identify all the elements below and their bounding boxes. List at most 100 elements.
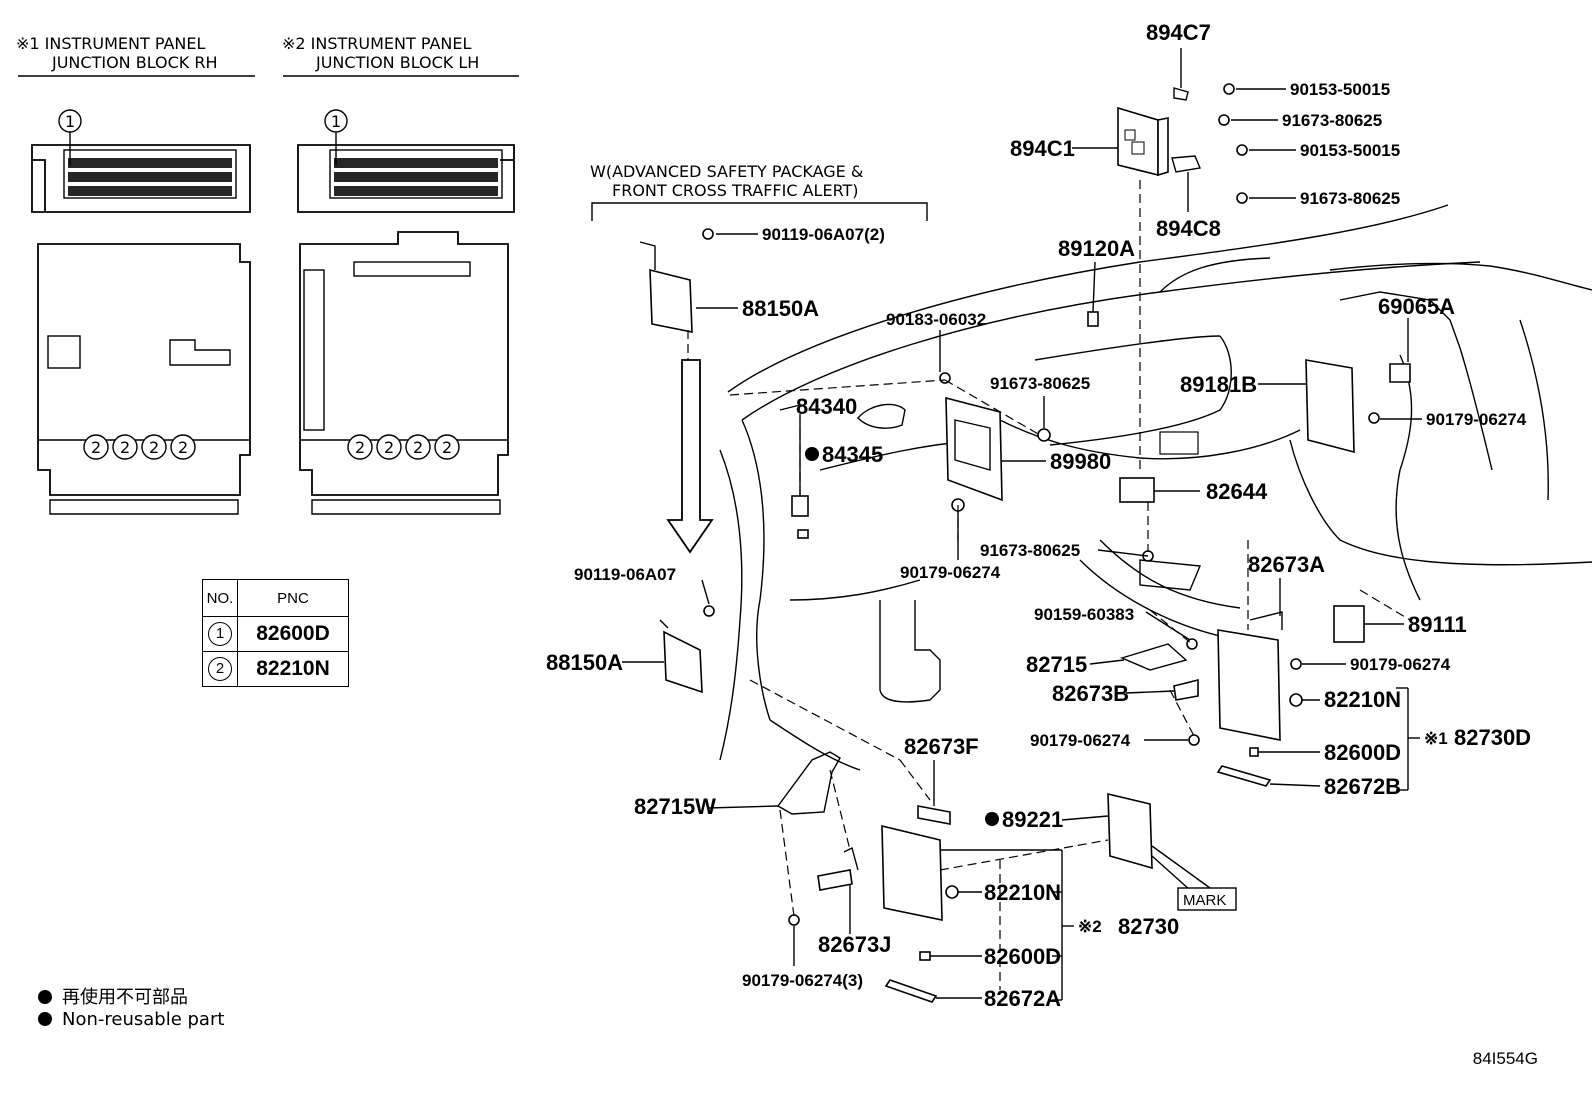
label-88150A-bottom: 88150A — [546, 650, 623, 675]
label-89120A: 89120A — [1058, 236, 1135, 261]
label-69065A: 69065A — [1378, 294, 1455, 319]
junction-block-rh-drawing — [31, 144, 251, 515]
part-894C1-ecu — [1117, 106, 1169, 177]
connector-pins-rh — [68, 158, 232, 196]
pnc-row-no: 1 — [208, 622, 232, 646]
label-90183-06032: 90183-06032 — [886, 310, 986, 329]
jb-rh-header-line2: JUNCTION BLOCK RH — [51, 53, 218, 72]
label-82673F: 82673F — [904, 734, 979, 759]
svg-text:2: 2 — [355, 438, 365, 457]
label-89181B: 89181B — [1180, 372, 1257, 397]
callout-1-rh: 1 — [58, 109, 82, 165]
label-82600D-right: 82600D — [1324, 740, 1401, 765]
callout-1-lh: 1 — [324, 109, 348, 165]
label-82673A: 82673A — [1248, 552, 1325, 577]
label-82672B: 82672B — [1324, 774, 1401, 799]
pnc-row-value: 82210N — [237, 651, 349, 687]
svg-text:2: 2 — [384, 438, 394, 457]
label-84345: 84345 — [822, 442, 883, 467]
part-88150A-bottom-sensor — [659, 605, 715, 694]
label-82730: 82730 — [1118, 914, 1179, 939]
figure-reference-code: 84I554G — [1472, 1049, 1538, 1068]
non-reusable-dot-84345 — [805, 447, 819, 461]
legend-en-text: Non-reusable part — [62, 1009, 225, 1030]
non-reusable-dot-89221 — [985, 812, 999, 826]
svg-text:1: 1 — [331, 112, 341, 131]
label-90153-50015-a: 90153-50015 — [1290, 80, 1390, 99]
label-84340: 84340 — [796, 394, 857, 419]
label-89980: 89980 — [1050, 449, 1111, 474]
dashboard-outline — [719, 204, 1592, 771]
label-90119-06A07-2: 90119-06A07(2) — [762, 225, 885, 244]
down-arrow — [666, 359, 714, 554]
part-82673B-clamp — [1173, 678, 1200, 746]
jb-rh-header-line1: ※1 INSTRUMENT PANEL — [16, 34, 206, 53]
label-89111: 89111 — [1408, 612, 1467, 637]
part-82715W-bracket — [776, 751, 841, 815]
svg-text:2: 2 — [149, 438, 159, 457]
svg-text:1: 1 — [65, 112, 75, 131]
jb-lh-header-line1: ※2 INSTRUMENT PANEL — [282, 34, 472, 53]
part-82730-junction-block — [881, 805, 959, 1003]
part-894C8-bracket — [1171, 155, 1201, 173]
mark-box — [1177, 887, 1237, 911]
label-90179-06274-b: 90179-06274 — [900, 563, 1001, 582]
legend-jp: 再使用不可部品 — [38, 983, 188, 1009]
part-88150A-top-sensor — [639, 228, 714, 333]
label-82672A: 82672A — [984, 986, 1061, 1011]
label-90179-06274-c: 90179-06274 — [1350, 655, 1451, 674]
label-894C1: 894C1 — [1010, 136, 1075, 161]
label-90119-06A07: 90119-06A07 — [574, 565, 676, 584]
pnc-table-header-no: NO. — [202, 579, 238, 617]
label-82730-mark: ※2 — [1078, 917, 1102, 936]
part-84345-switch — [791, 495, 809, 539]
label-82715: 82715 — [1026, 652, 1087, 677]
part-89181B-module — [1305, 359, 1411, 454]
part-82644-relay — [1119, 477, 1155, 562]
label-82730D-mark: ※1 — [1424, 729, 1448, 748]
label-90153-50015-b: 90153-50015 — [1300, 141, 1400, 160]
pnc-table-row: 2 82210N — [202, 651, 349, 687]
label-90159-60383: 90159-60383 — [1034, 605, 1134, 624]
pnc-table-header-pnc: PNC — [237, 579, 349, 617]
svg-text:2: 2 — [413, 438, 423, 457]
label-82210N-left: 82210N — [984, 880, 1061, 905]
part-89221-ecu — [1107, 792, 1153, 870]
label-91673-80625-b: 91673-80625 — [1300, 189, 1400, 208]
label-88150A-top: 88150A — [742, 296, 819, 321]
callouts-2-lh: 2 2 2 2 — [347, 434, 460, 460]
label-82730D: 82730D — [1454, 725, 1531, 750]
label-91673-80625-c: 91673-80625 — [990, 374, 1090, 393]
mark-label: MARK — [1183, 892, 1226, 909]
label-90179-06274-a: 90179-06274 — [1426, 410, 1527, 429]
svg-text:2: 2 — [91, 438, 101, 457]
pnc-row-no: 2 — [208, 657, 232, 681]
pnc-table-row: 1 82600D — [202, 616, 349, 652]
bolts-894 — [1218, 83, 1248, 204]
label-90179-06274-3: 90179-06274(3) — [742, 971, 863, 990]
connector-pins-lh — [334, 158, 498, 196]
option-header-line2: FRONT CROSS TRAFFIC ALERT) — [612, 181, 859, 200]
part-82730D-junction-block — [1216, 605, 1365, 787]
pnc-row-value: 82600D — [237, 616, 349, 652]
legend-en: Non-reusable part — [38, 1009, 224, 1030]
label-82673J: 82673J — [818, 932, 891, 957]
label-89221: 89221 — [1002, 807, 1063, 832]
bullet-icon — [38, 990, 52, 1004]
label-82210N-right: 82210N — [1324, 687, 1401, 712]
bullet-icon — [38, 1012, 52, 1026]
callouts-2-rh: 2 2 2 2 — [83, 434, 196, 460]
label-82715W: 82715W — [634, 794, 716, 819]
option-header-line1: W(ADVANCED SAFETY PACKAGE & — [590, 162, 863, 181]
part-89120A-sensor — [1087, 311, 1099, 327]
label-894C8: 894C8 — [1156, 216, 1221, 241]
svg-text:2: 2 — [442, 438, 452, 457]
svg-text:2: 2 — [178, 438, 188, 457]
part-89980-ecu — [939, 372, 1051, 512]
label-91673-80625-d: 91673-80625 — [980, 541, 1080, 560]
label-894C7: 894C7 — [1146, 20, 1211, 45]
leader-lines — [622, 48, 1422, 1001]
label-82644: 82644 — [1206, 479, 1268, 504]
part-82673J-clamp — [788, 846, 859, 926]
